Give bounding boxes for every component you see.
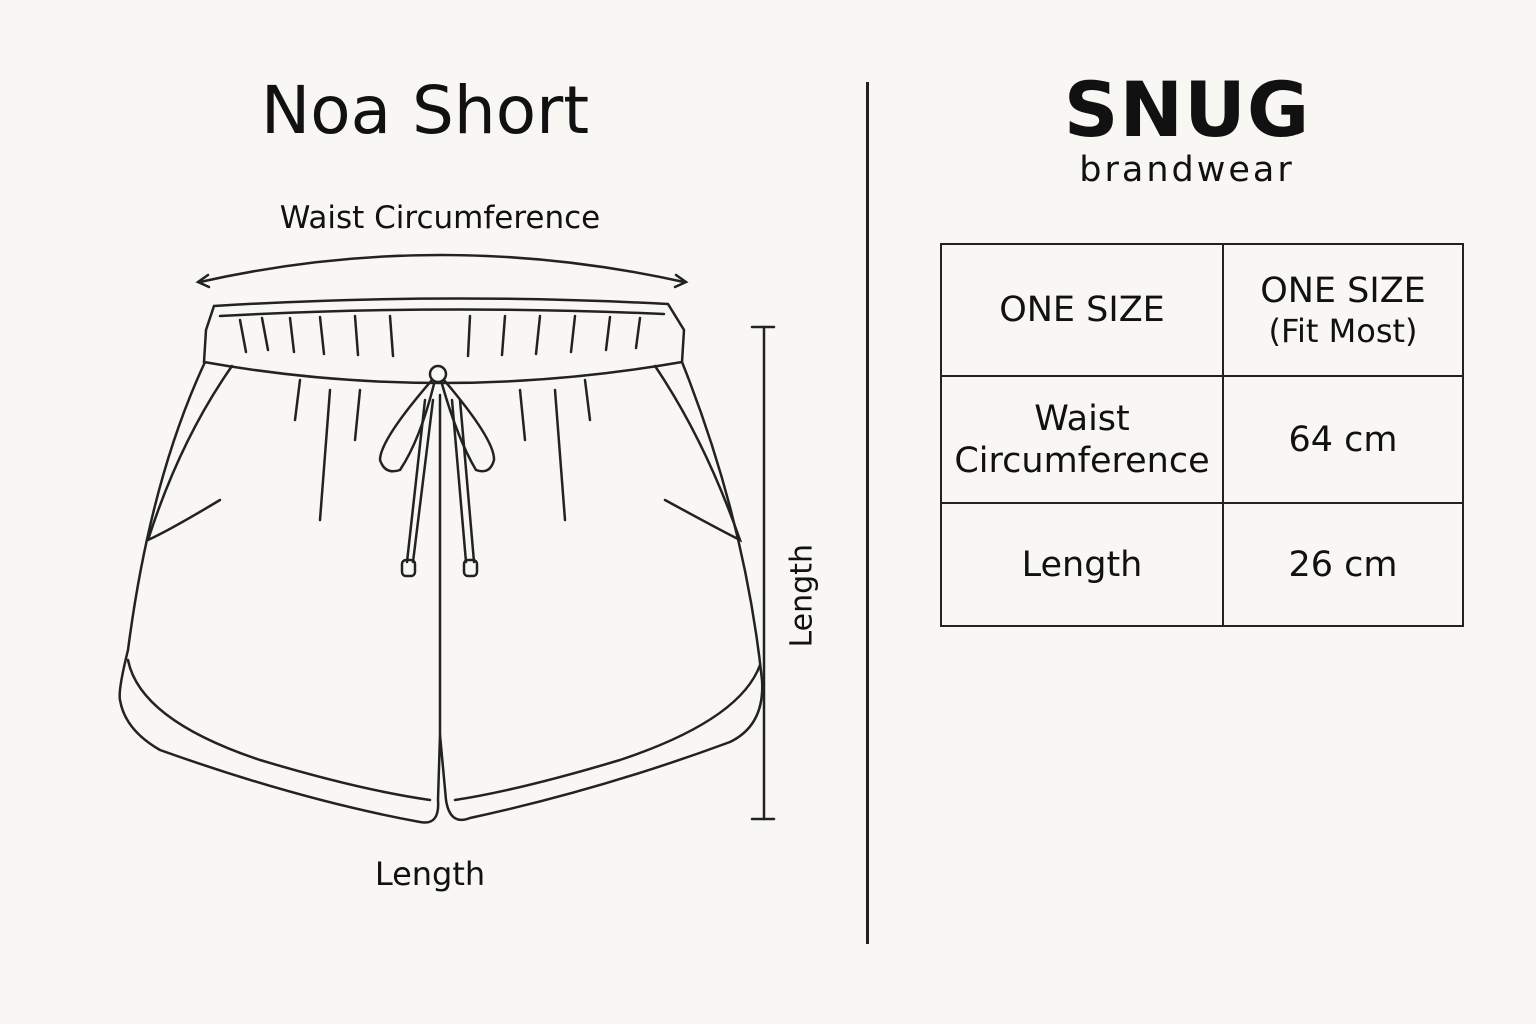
waist-measure-label: Waist Circumference [279,200,601,236]
measure-name-line2: Circumference [954,440,1210,481]
measure-cell: Length [940,502,1224,627]
header-size-note: (Fit Most) [1268,311,1418,350]
table-header-row: ONE SIZE ONE SIZE (Fit Most) [940,243,1464,377]
brand-subtitle: brandwear [1079,150,1295,190]
header-label: ONE SIZE [940,243,1224,377]
waist-arrow [195,253,689,289]
table-row: Length 26 cm [940,502,1464,627]
table-row: Waist Circumference 64 cm [940,375,1464,504]
value-cell: 26 cm [1222,502,1464,627]
length-bottom-label: Length [374,855,486,893]
length-bar [750,325,776,821]
vertical-divider [866,82,869,944]
measure-name: Waist [1034,398,1130,439]
shorts-outline [118,297,764,824]
size-table: ONE SIZE ONE SIZE (Fit Most) Waist Circu… [940,243,1464,627]
measure-cell: Waist Circumference [940,375,1224,504]
drawstring [378,364,496,578]
brand-logo: SNUG [1063,65,1311,154]
header-size-text: ONE SIZE [1260,270,1426,311]
value-cell: 64 cm [1222,375,1464,504]
header-size: ONE SIZE (Fit Most) [1222,243,1464,377]
shorts-illustration [118,253,776,824]
product-title: Noa Short [260,72,590,149]
